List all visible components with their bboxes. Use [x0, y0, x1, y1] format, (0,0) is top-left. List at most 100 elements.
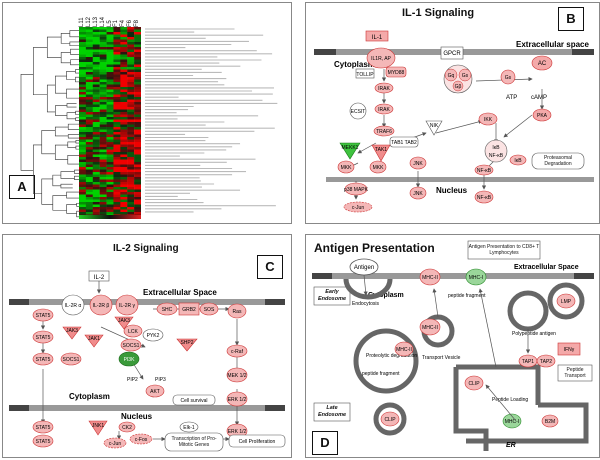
heatmap-cell: [134, 164, 141, 168]
heatmap-cell: [127, 42, 135, 45]
heatmap-cell: [79, 179, 87, 183]
region-nucleus: Nucleus: [121, 412, 153, 421]
heatmap-cell: [92, 177, 100, 180]
heatmap-cell: [92, 147, 100, 150]
heatmap-cell: [113, 137, 121, 140]
heatmap-cell: [85, 154, 93, 158]
heatmap-cell: [113, 42, 121, 45]
node-nik: [425, 120, 443, 136]
heatmap-cell: [99, 92, 107, 95]
dendrogram-branch: [46, 36, 62, 58]
node-pip3-label: PIP3: [155, 377, 166, 383]
heatmap-cell: [120, 182, 128, 185]
il2-pathway-diagram: Extracellular Space Cytoplasm Nucleus IL…: [9, 270, 286, 452]
heatmap-cell: [106, 152, 114, 155]
node-ikb-2: [509, 154, 527, 166]
heatmap-cell: [120, 122, 128, 125]
heatmap-cell: [99, 159, 107, 163]
heatmap-cell: [134, 182, 141, 185]
node-nik-label: NIK: [430, 123, 439, 129]
node-tap2-label: TAP2: [540, 359, 552, 365]
heatmap-cell: [79, 84, 87, 88]
heatmap-cell: [99, 209, 107, 213]
heatmap-cell: [120, 34, 128, 38]
heatmap-cell: [120, 177, 128, 180]
heatmap-cell: [127, 127, 135, 130]
node-mhc2-endosome-label: MHC-II: [396, 347, 412, 353]
heatmap-cell: [79, 69, 87, 73]
heatmap-cell: [106, 139, 114, 143]
node-nfkb-nuclear-label: NF-κB: [477, 195, 492, 201]
node-tab: [389, 136, 419, 148]
heatmap-cell: [79, 59, 87, 63]
heatmap-cell: [134, 137, 141, 140]
heatmap-cell: [85, 132, 93, 135]
heatmap-cell: [79, 117, 87, 120]
heatmap-cell: [92, 169, 100, 173]
heatmap-cell: [120, 127, 128, 130]
heatmap-cell: [99, 132, 107, 135]
heatmap-cell: [92, 92, 100, 95]
node-myd88: [385, 66, 407, 78]
heatmap-cell: [127, 37, 135, 40]
heatmap-cell: [106, 114, 114, 118]
heatmap-cell: [92, 29, 100, 33]
heatmap-cell: [106, 97, 114, 100]
dendrogram-branch: [41, 178, 53, 205]
heatmap-cell: [99, 127, 107, 130]
panel-title-d: Antigen Presentation: [314, 241, 435, 255]
node-transport-vesicle-label: Transport Vesicle: [422, 355, 461, 361]
heatmap-cell: [134, 69, 141, 73]
heatmap-cell: [134, 62, 141, 65]
heatmap-cell: [92, 194, 100, 198]
heatmap-cell: [79, 209, 87, 213]
heatmap-cell: [99, 69, 107, 73]
node-il2rb: [89, 294, 113, 316]
heatmap-cell: [127, 97, 135, 100]
heatmap-cell: [85, 172, 93, 175]
heatmap-cell: [79, 104, 87, 108]
heatmap-cell: [99, 192, 107, 195]
node-polypeptide-label: Polypeptide antigen: [512, 331, 556, 337]
heatmap-cell: [79, 194, 87, 198]
heatmap-cell: [99, 184, 107, 188]
node-ikk-label: IKK: [484, 117, 493, 123]
heatmap-cell: [134, 107, 141, 110]
heatmap-cell: [113, 87, 121, 90]
heatmap-cell: [99, 49, 107, 53]
heatmap-cell: [99, 182, 107, 185]
heatmap-cell: [85, 67, 93, 70]
heatmap-cell: [85, 209, 93, 213]
heatmap-cell: [92, 172, 100, 175]
heatmap-cell: [113, 209, 121, 213]
callout-cd8-box: Antigen Presentation to CD8+ T Lymphocyt…: [469, 244, 540, 256]
heatmap-cell: [85, 87, 93, 90]
heatmap-cell: [127, 47, 135, 50]
heatmap-cell: [106, 82, 114, 85]
heatmap-cell: [113, 37, 121, 40]
heatmap-cell: [92, 104, 100, 108]
node-ac: [531, 55, 553, 71]
heatmap-cell: [106, 134, 114, 138]
heatmap-cell: [99, 87, 107, 90]
node-craf-label: c-Raf: [231, 349, 244, 355]
heatmap-cell: [99, 114, 107, 118]
node-cjun-label: c-Jun: [352, 205, 364, 211]
node-akt: [145, 384, 165, 398]
heatmap-cell: [134, 192, 141, 195]
heatmap-cell: [99, 134, 107, 138]
heatmap-cell: [120, 199, 128, 203]
heatmap-cell: [127, 84, 135, 88]
node-tak1-label: TAK1: [375, 147, 387, 153]
node-ras: [227, 303, 247, 319]
panel-c: IL-2 Signaling C Extracellular Space Cyt…: [2, 234, 292, 458]
heatmap-cell: [134, 184, 141, 188]
heatmap-cell: [85, 152, 93, 155]
heatmap-cell: [85, 102, 93, 105]
heatmap-cell: [85, 127, 93, 130]
heatmap-cell: [113, 104, 121, 108]
membrane-cap: [9, 405, 29, 411]
heatmap-cell: [120, 134, 128, 138]
region-cytoplasm: Cytoplasm: [368, 292, 404, 299]
node-stat5-label: STAT5: [36, 313, 51, 319]
